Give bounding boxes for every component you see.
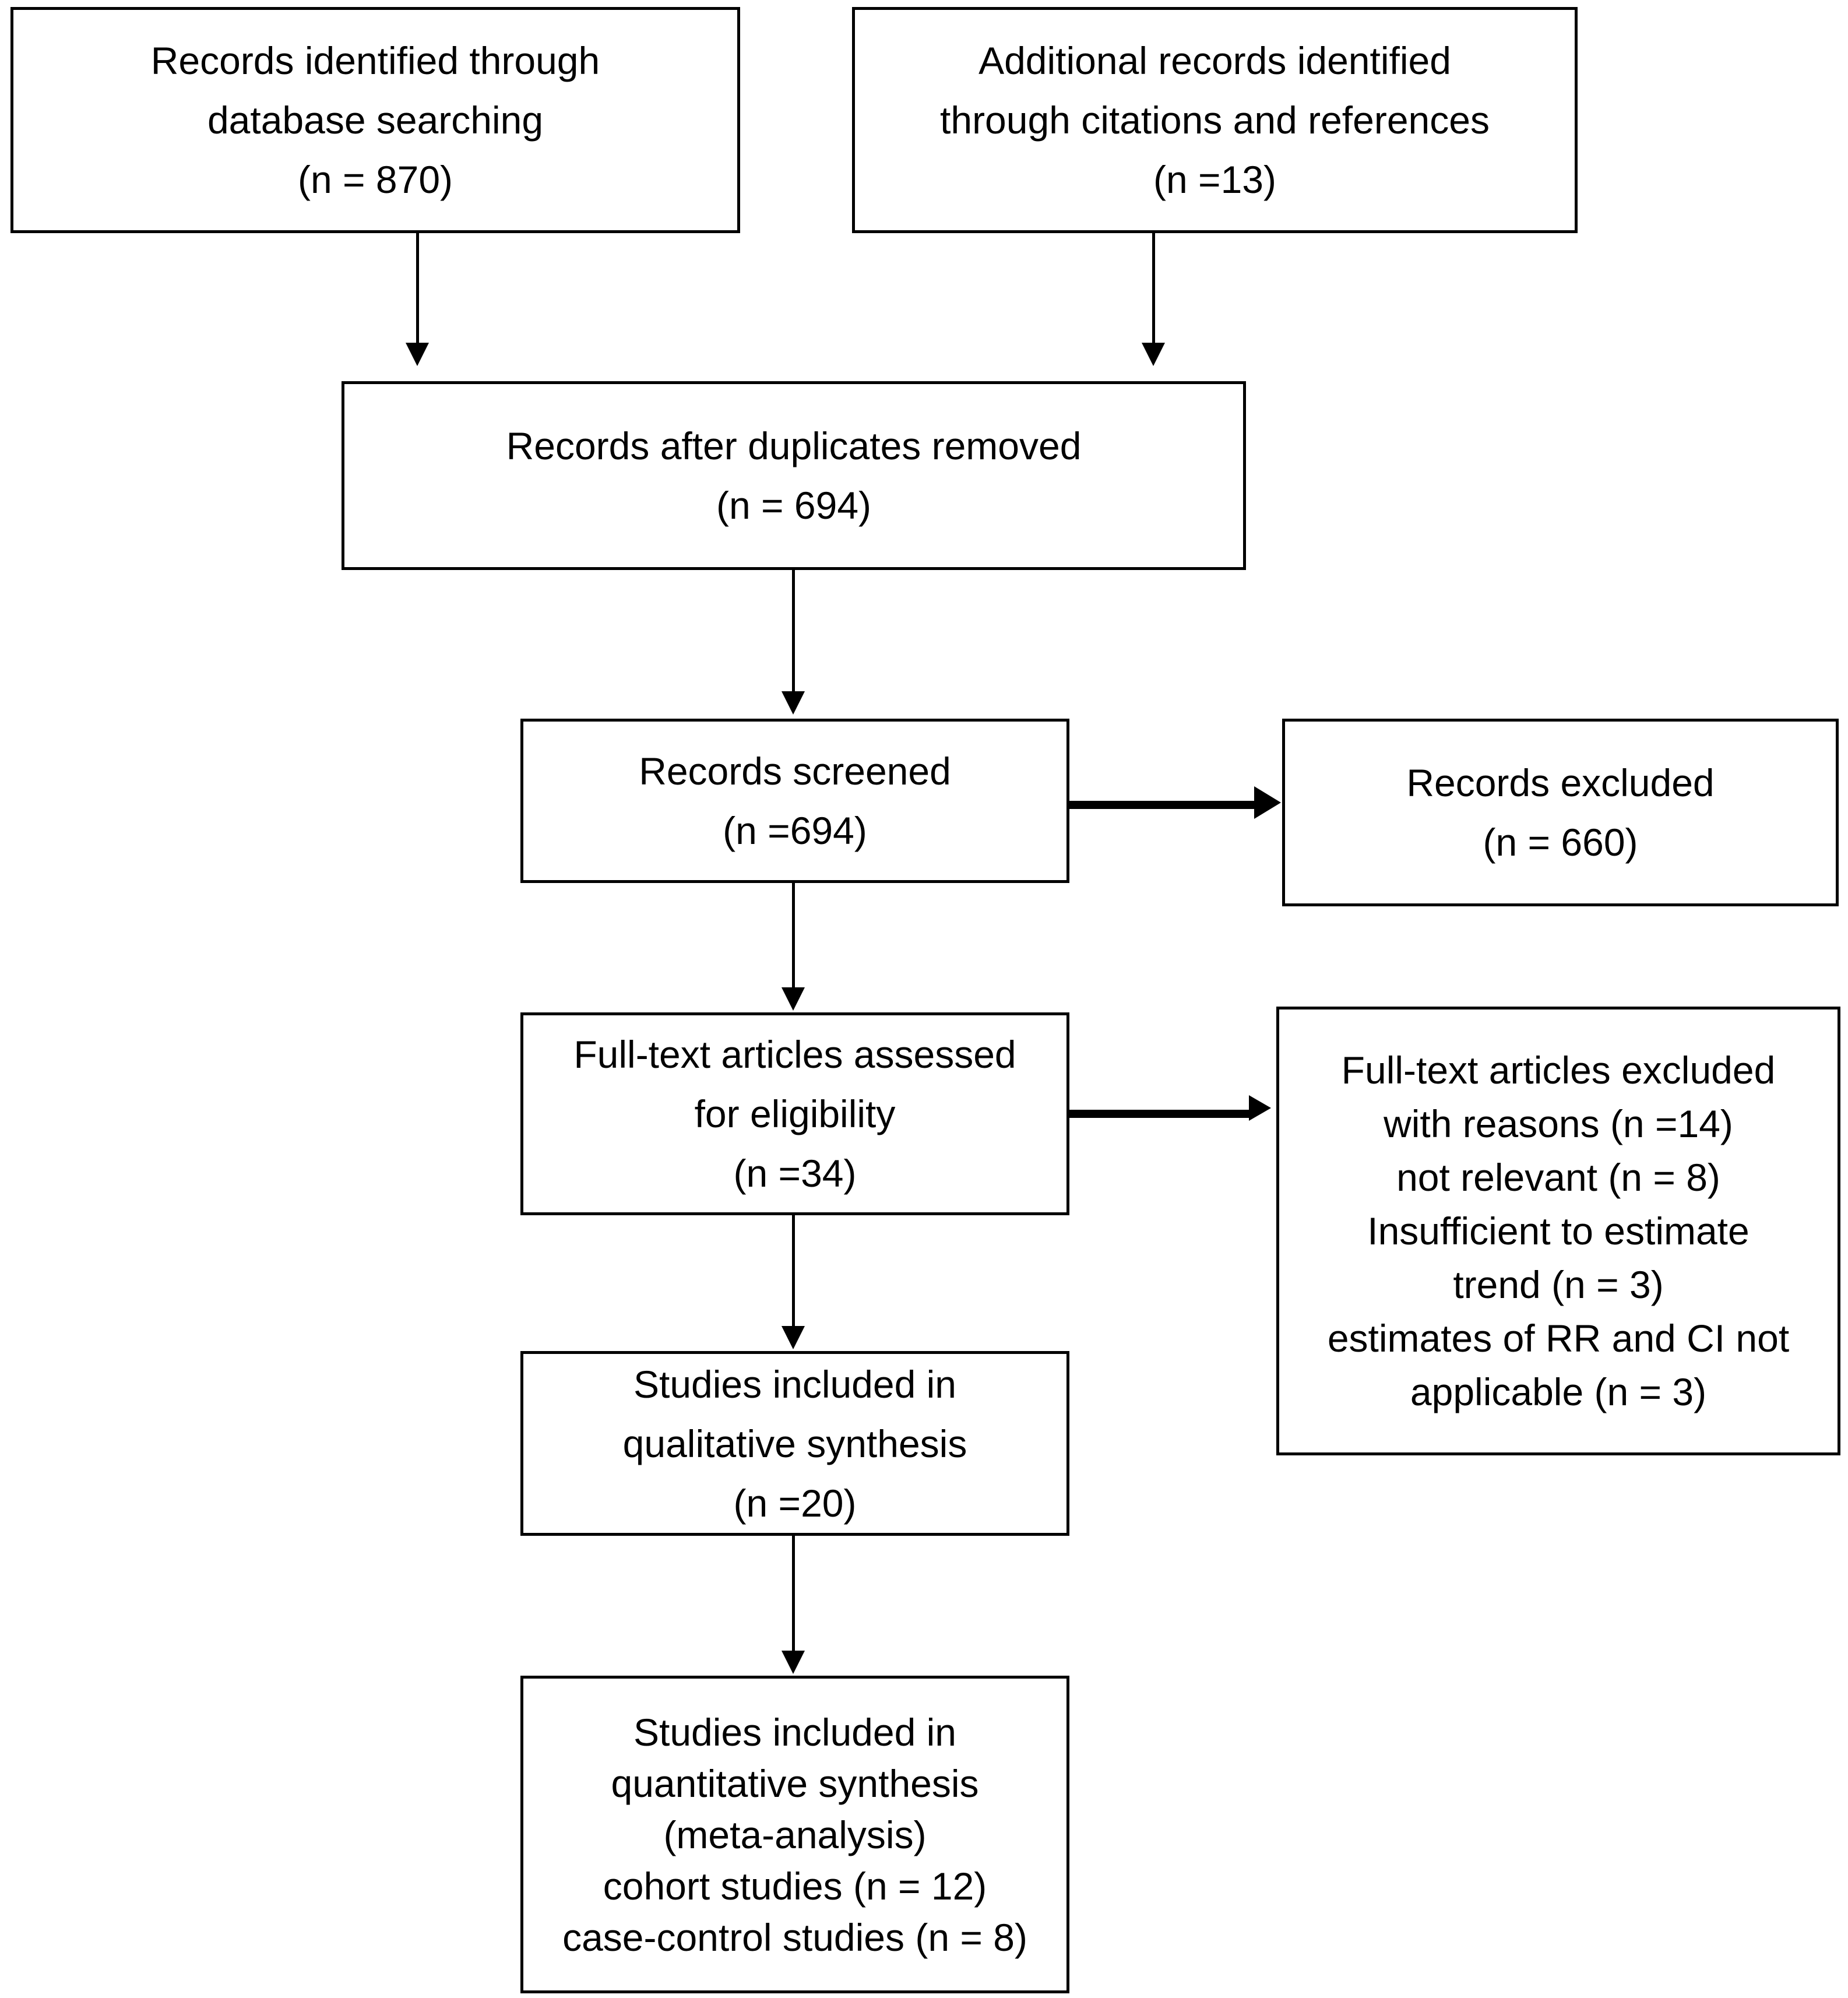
node-reason: estimates of RR and CI not: [1327, 1317, 1790, 1360]
node-line: quantitative synthesis: [611, 1761, 979, 1805]
connector-additional-to-duplicates: [1152, 233, 1155, 350]
node-count: (n =20): [733, 1481, 857, 1525]
node-reason: trend (n = 3): [1453, 1263, 1664, 1306]
arrow-down-icon: [782, 1651, 805, 1674]
node-count: case-control studies (n = 8): [562, 1915, 1027, 1959]
node-line: Full-text articles excluded: [1341, 1049, 1776, 1092]
node-fulltext-articles-assessed: Full-text articles assessed for eligibil…: [520, 1012, 1069, 1215]
node-line: Studies included in: [633, 1362, 957, 1406]
arrow-down-icon: [782, 691, 805, 715]
node-line: database searching: [207, 99, 544, 142]
arrow-down-icon: [1142, 343, 1165, 366]
node-line: Records after duplicates removed: [506, 424, 1082, 467]
arrow-down-icon: [782, 987, 805, 1011]
node-count: (n = 694): [716, 484, 871, 527]
arrow-right-icon: [1254, 786, 1281, 819]
node-line: Additional records identified: [978, 39, 1451, 82]
node-studies-quantitative-synthesis: Studies included in quantitative synthes…: [520, 1676, 1069, 1993]
connector-fulltext-to-qualitative: [792, 1215, 795, 1332]
node-line: (meta-analysis): [663, 1813, 927, 1856]
node-line: qualitative synthesis: [622, 1422, 967, 1465]
node-line: through citations and references: [940, 99, 1490, 142]
connector-fulltext-to-fulltext-excluded: [1069, 1110, 1250, 1118]
node-line: for eligibility: [694, 1092, 896, 1135]
node-additional-records-identified: Additional records identified through ci…: [852, 7, 1578, 233]
connector-screened-to-fulltext: [792, 883, 795, 994]
connector-duplicates-to-screened: [792, 570, 795, 698]
node-reason: applicable (n = 3): [1410, 1370, 1707, 1413]
node-count: (n =694): [723, 809, 867, 852]
node-reason: Insufficient to estimate: [1367, 1209, 1750, 1253]
node-line: Full-text articles assessed: [573, 1033, 1016, 1076]
node-records-after-duplicates-removed: Records after duplicates removed (n = 69…: [342, 381, 1246, 570]
node-line: Records screened: [639, 750, 951, 793]
node-count: cohort studies (n = 12): [603, 1864, 987, 1908]
node-fulltext-articles-excluded: Full-text articles excluded with reasons…: [1276, 1007, 1840, 1455]
node-reason: not relevant (n = 8): [1396, 1156, 1720, 1199]
node-records-identified-database: Records identified through database sear…: [10, 7, 740, 233]
node-count: with reasons (n =14): [1384, 1102, 1733, 1145]
node-count: (n =34): [733, 1152, 857, 1195]
node-line: Records identified through: [150, 39, 600, 82]
connector-database-to-duplicates: [416, 233, 419, 350]
node-studies-qualitative-synthesis: Studies included in qualitative synthesi…: [520, 1351, 1069, 1536]
arrow-down-icon: [782, 1326, 805, 1349]
node-line: Studies included in: [633, 1710, 957, 1754]
node-records-screened: Records screened (n =694): [520, 719, 1069, 883]
arrow-down-icon: [406, 343, 429, 366]
node-line: Records excluded: [1406, 761, 1715, 804]
node-count: (n = 870): [298, 158, 453, 201]
node-count: (n = 660): [1483, 821, 1638, 864]
node-records-excluded: Records excluded (n = 660): [1282, 719, 1839, 906]
arrow-right-icon: [1249, 1095, 1271, 1121]
node-count: (n =13): [1153, 158, 1276, 201]
connector-qualitative-to-quantitative: [792, 1536, 795, 1655]
connector-screened-to-excluded: [1069, 801, 1256, 809]
